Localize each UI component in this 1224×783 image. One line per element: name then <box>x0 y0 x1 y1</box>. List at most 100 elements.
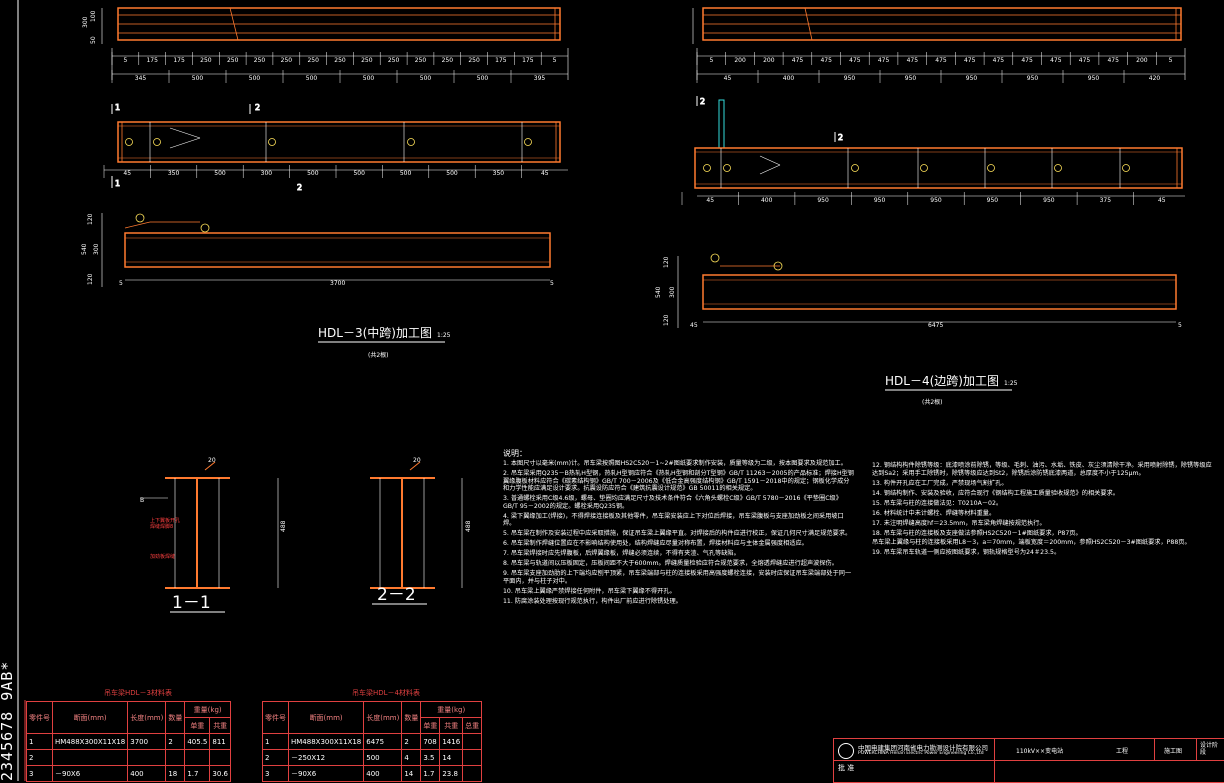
s1-label: 1－1 <box>172 593 211 613</box>
hdl4-row2-dim-4: 950 <box>966 75 978 82</box>
notes-heading: 说明： <box>503 449 527 458</box>
note-6: 6. 吊车梁制作焊缝位置应在不影响结构使用处，结构焊缝应尽量对称布置，焊接材料应… <box>503 540 808 548</box>
hdl4-row1-dim-8: 475 <box>935 57 947 64</box>
hdl3-title-group: HDL－3(中跨)加工图 1:25 (共2根) <box>318 325 451 359</box>
hdl4-mid-dim-5: 950 <box>987 197 999 204</box>
bom4-title: 吊车梁HDL－4材料表 <box>352 689 421 697</box>
hdl4-row1-dim-7: 475 <box>907 57 919 64</box>
hdl3-row1-dim-8: 250 <box>334 57 346 64</box>
bom3-title: 吊车梁HDL－3材料表 <box>104 689 173 697</box>
note-5: 5. 吊车梁在制作及安装过程中应采取措施，保证吊车梁上翼缘平直。对焊接后的构件应… <box>503 530 852 538</box>
hdl4-elev-end-1: 5 <box>1178 322 1182 329</box>
hdl4-mid-dim-1: 400 <box>761 197 773 204</box>
company-name: 中国电建集团河南省电力勘测设计院有限公司 <box>858 744 988 752</box>
hdl4-row1-dim-13: 475 <box>1079 57 1091 64</box>
hdl3-section-marks: 1 2 1 2 <box>111 103 303 193</box>
hdl3-row1-dim-9: 250 <box>361 57 373 64</box>
project-name: 110kV××变电站 <box>1016 748 1064 755</box>
hdl4-mid-dim-0: 45 <box>706 197 714 204</box>
s2-label: 2－2 <box>377 585 416 605</box>
hdl4-scale: 1:25 <box>1004 380 1018 387</box>
note-2: 2. 吊车梁采用Q235－B热轧H型钢，热轧H型钢应符合《热轧H型钢和剖分T型钢… <box>503 469 854 493</box>
hdl3-row2-dim-2: 500 <box>249 75 261 82</box>
note-9: 9. 吊车梁支座加劲肋的上下端均应刨平顶紧，吊车梁端部与柱的连接板采用高强度螺栓… <box>503 570 852 585</box>
hdl3-sect-mark-1: 2 <box>255 103 260 112</box>
bom4-header-row: 零件号 断面(mm) 长度(mm) 数量 重量(kg) <box>262 701 483 734</box>
bom3-h-section: 断面(mm) <box>51 701 129 734</box>
title-block: 中国电建集团河南省电力勘测设计院有限公司 POWERCHINA Henan El… <box>833 738 1224 783</box>
hdl4-row1-dim-5: 475 <box>849 57 861 64</box>
hdl4-sect-mark-0: 2 <box>700 97 705 106</box>
hdl4-row1-dim-1: 200 <box>734 57 746 64</box>
hdl3-row2-dim-5: 500 <box>420 75 432 82</box>
hdl3-mid-dim-6: 500 <box>400 170 412 177</box>
hdl3-row1-dim-0: 5 <box>123 57 127 64</box>
hdl3-subtitle: (共2根) <box>368 351 389 359</box>
note-10: 10. 吊车梁上翼缘严禁焊接任何附件，吊车梁下翼缘不得开孔。 <box>503 587 676 595</box>
design-notes-continued: 12. 钢结构构件除锈等级：底漆喷涂前除锈，等级、毛刺、油污、水垢、铁皮、灰尘须… <box>872 462 1217 559</box>
hdl4-row1-dim-15: 200 <box>1136 57 1148 64</box>
hdl4-row1-dim-10: 475 <box>993 57 1005 64</box>
hdl4-row1-dim-4: 475 <box>820 57 832 64</box>
hdl4-row2-dim-6: 950 <box>1088 75 1100 82</box>
bom4-h-section: 断面(mm) <box>287 701 365 734</box>
hdl4-row2-dim-5: 950 <box>1027 75 1039 82</box>
hdl4-elev-dims: 120 300 540 120 6475 45 5 <box>655 256 1182 329</box>
note-1: 1. 本图尺寸以毫米(mm)计。吊车梁按照图HS2C520－1~2#图纸要求制作… <box>503 459 847 467</box>
hdl4-bottom-elevation <box>677 253 1177 328</box>
hdl4-section-marks: 2 2 <box>696 96 844 143</box>
bom4-h-unit: 单重 <box>420 717 441 734</box>
section-1-1: B 上下翼板开孔 焊缝焊脚8 加劲板焊缝 20 488 1－1 <box>140 457 287 613</box>
hdl3-mid-dim-7: 500 <box>446 170 458 177</box>
hdl4-title: HDL－4(边跨)加工图 <box>885 374 999 388</box>
hdl4-mid-dim-8: 45 <box>1158 197 1166 204</box>
note-14: 14. 钢结构制作、安装及验收，应符合现行《钢结构工程施工质量验收规范》的相关要… <box>872 489 1119 497</box>
hdl4-mid-dim-3: 950 <box>874 197 886 204</box>
note-13: 13. 构件开孔应在工厂完成，严禁现场气割扩孔。 <box>872 479 1008 487</box>
hdl3-elev-h-2: 540 <box>81 243 88 255</box>
hdl3-mid-elevation <box>117 121 561 163</box>
note-18: 18. 吊车梁与柱的连接板及支座做法参照HS2C520－1#图纸要求，P87页。 <box>872 529 1082 537</box>
hdl4-row2-dim-0: 45 <box>724 75 732 82</box>
bom3-h-weight: 重量(kg) <box>184 701 231 718</box>
hdl3-row1-dim-7: 250 <box>307 57 319 64</box>
hdl4-row2-dim-2: 950 <box>844 75 856 82</box>
titleblock-col2: 施工图 <box>1164 748 1183 755</box>
hdl3-row1-dim-1: 175 <box>146 57 158 64</box>
hdl3-row2-dim-6: 500 <box>477 75 489 82</box>
hdl4-mid-dim-7: 375 <box>1100 197 1112 204</box>
note-19: 19. 吊车梁吊车轨道一侧应按图纸要求，钢轨规格型号为24＃23.5。 <box>872 549 1061 557</box>
hdl3-row1-dim-12: 250 <box>442 57 454 64</box>
hdl4-row1-dim-16: 5 <box>1169 57 1173 64</box>
hdl3-mid-dim-8: 350 <box>493 170 505 177</box>
hdl3-row2-dim-4: 500 <box>363 75 375 82</box>
note-12: 12. 钢结构构件除锈等级：底漆喷涂前除锈，等级、毛刺、油污、水垢、铁皮、灰尘须… <box>872 462 1212 477</box>
hdl3-elev-dims: 120 300 540 120 3700 5 5 <box>81 213 554 287</box>
s1-annot-2: 焊缝焊脚8 <box>150 523 173 530</box>
hdl4-mid-elevation <box>694 99 1185 197</box>
hdl3-elev-h-0: 120 <box>87 213 94 225</box>
frame-side-numbering: 2345678 9AB* <box>0 660 16 781</box>
hdl4-row1-dim-6: 475 <box>878 57 890 64</box>
hdl3-side-dim-0: 300 <box>82 16 89 28</box>
note-18b: 吊车梁上翼缘与柱的连接板采用L8－3，a＝70mm，端板宽度＝200mm，参照H… <box>872 539 1191 547</box>
hdl4-subtitle: (共2根) <box>922 398 943 406</box>
hdl3-row1-dim-13: 250 <box>468 57 480 64</box>
hdl3-row2-dim-3: 500 <box>306 75 318 82</box>
titleblock-col3: 设计阶段 <box>1200 742 1219 756</box>
hdl3-side-dim-1: 100 <box>90 10 97 22</box>
hdl3-title: HDL－3(中跨)加工图 <box>318 325 432 340</box>
company-name-en: POWERCHINA Henan Electric Power Engineer… <box>858 751 984 756</box>
hdl3-mid-dim-3: 300 <box>261 170 273 177</box>
hdl4-top-plan <box>692 7 1182 44</box>
company-logo-icon <box>838 743 854 759</box>
hdl3-sect-mark-3: 2 <box>297 183 302 192</box>
hdl3-callouts <box>125 138 532 146</box>
